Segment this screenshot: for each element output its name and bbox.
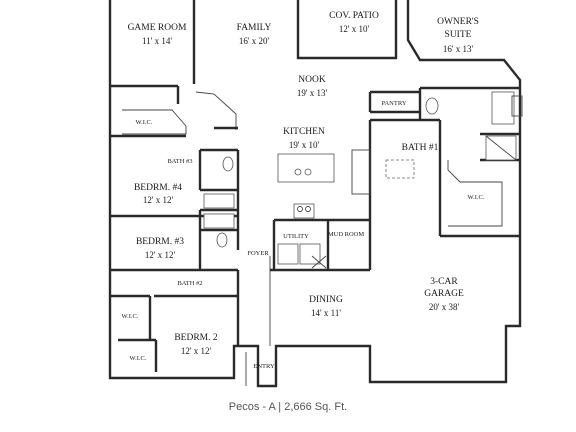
label-garage-2: GARAGE <box>424 289 464 299</box>
tub-icon <box>203 193 235 209</box>
dim-bedrm4: 12' x 12' <box>143 195 174 205</box>
dim-nook: 19' x 13' <box>297 88 328 98</box>
label-bedrm4: BEDRM. #4 <box>134 183 182 193</box>
plan-caption: Pecos - A | 2,666 Sq. Ft. <box>228 401 348 413</box>
dim-family: 16' x 20' <box>239 36 270 46</box>
label-kitchen: KITCHEN <box>283 127 325 137</box>
sink-icon <box>294 168 302 176</box>
label-wic-top: W.I.C. <box>136 119 153 126</box>
label-cov-patio: COV. PATIO <box>329 11 379 21</box>
label-bedrm3: BEDRM. #3 <box>136 237 184 247</box>
label-wic-owner: W.I.C. <box>468 194 485 201</box>
label-utility: UTILITY <box>283 233 309 240</box>
label-owners-suite-1: OWNER'S <box>437 17 479 27</box>
dim-cov-patio: 12' x 10' <box>339 24 370 34</box>
label-bath3: BATH #3 <box>167 158 192 165</box>
label-owners-suite-2: SUITE <box>445 30 472 40</box>
dim-dining: 14' x 11' <box>311 308 341 318</box>
fixtures <box>203 91 523 269</box>
label-dining: DINING <box>309 295 343 305</box>
toilet-icon <box>222 156 234 172</box>
label-wic-mid: W.I.C. <box>122 313 139 320</box>
range-icon <box>293 203 315 219</box>
label-bedrm2: BEDRM. 2 <box>174 333 218 343</box>
label-garage-1: 3-CAR <box>430 277 458 287</box>
label-bath1: BATH #1 <box>402 143 439 153</box>
label-bath2: BATH #2 <box>177 280 202 287</box>
dim-game-room: 11' x 14' <box>142 36 172 46</box>
label-wic-bottom: W.I.C. <box>130 355 147 362</box>
label-mud-room: MUD ROOM <box>328 231 365 238</box>
tub-icon <box>491 91 515 125</box>
label-entry: ENTRY <box>253 363 275 370</box>
dim-bedrm3: 12' x 12' <box>145 250 176 260</box>
room-labels: GAME ROOM 11' x 14' FAMILY 16' x 20' COV… <box>122 11 485 370</box>
exterior-walls <box>108 0 522 388</box>
dim-bedrm2: 12' x 12' <box>181 346 212 356</box>
label-pantry: PANTRY <box>381 100 406 107</box>
label-foyer: FOYER <box>247 250 269 257</box>
dim-garage: 20' x 38' <box>429 302 460 312</box>
label-family: FAMILY <box>237 23 272 33</box>
label-nook: NOOK <box>298 75 326 85</box>
dim-kitchen: 19' x 10' <box>289 140 320 150</box>
dim-owners-suite: 16' x 13' <box>443 44 474 54</box>
kitchen-island <box>277 153 335 183</box>
label-game-room: GAME ROOM <box>128 23 187 33</box>
